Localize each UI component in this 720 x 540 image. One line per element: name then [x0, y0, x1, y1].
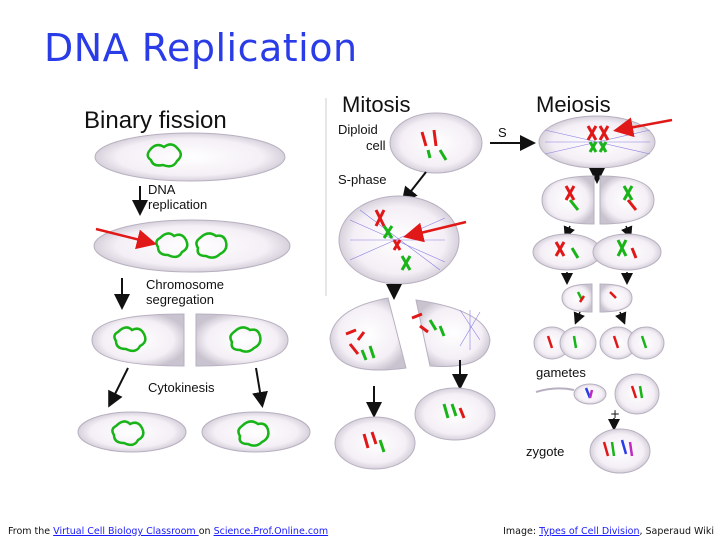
- red-pointer-arrow-1: [95, 227, 157, 250]
- red-pointer-arrow-3: [613, 117, 673, 138]
- zygote-label: zygote: [526, 444, 564, 459]
- zygote-cell: [589, 428, 651, 474]
- arrow-meiosis-4a: [573, 311, 585, 325]
- gametes-label: gametes: [536, 365, 586, 380]
- virtual-classroom-link[interactable]: Virtual Cell Biology Classroom: [53, 526, 199, 537]
- arrow-s-phase: [401, 171, 427, 204]
- meiosis-cell-2: [541, 175, 655, 225]
- fertilization-cells: +: [535, 373, 660, 421]
- arrow-down-right: [252, 367, 268, 408]
- diploid-label: Diploid: [338, 122, 378, 137]
- scienceprofonline-link[interactable]: Science.Prof.Online.com: [213, 526, 329, 537]
- meiosis-cell-3: [532, 233, 662, 271]
- binary-fission-cell-3: [91, 313, 289, 367]
- gamete-cells: [533, 326, 665, 360]
- footer-credit-left: From the Virtual Cell Biology Classroom …: [8, 526, 328, 537]
- mitosis-metaphase-cell: [338, 195, 460, 285]
- types-of-cell-division-link[interactable]: Types of Cell Division: [539, 526, 640, 537]
- meiosis-heading: Meiosis: [536, 92, 611, 117]
- red-pointer-arrow-2: [403, 220, 467, 243]
- footer-right-suffix: , Saperaud Wiki: [639, 526, 714, 537]
- binary-fission-daughter-cells: [77, 411, 311, 453]
- dna-label: DNA: [148, 182, 176, 197]
- meiosis-cell-4: [561, 283, 633, 313]
- mitosis-anaphase-cell: [329, 297, 491, 371]
- cell-label: cell: [366, 138, 386, 153]
- s-phase-label: S-phase: [338, 172, 386, 187]
- footer-left-mid: on: [198, 526, 214, 537]
- mitosis-diploid-cell: [389, 112, 483, 174]
- s-label: S: [498, 125, 507, 140]
- page-title: DNA Replication: [44, 26, 358, 70]
- mitosis-heading: Mitosis: [342, 92, 410, 117]
- binary-fission-heading: Binary fission: [84, 107, 227, 134]
- footer-left-prefix: From the: [8, 526, 54, 537]
- cytokinesis-label: Cytokinesis: [148, 380, 215, 395]
- replication-label: replication: [148, 197, 207, 212]
- arrow-down-left: [108, 367, 129, 408]
- binary-fission-cell-2: [93, 219, 291, 273]
- binary-fission-cell-1: [94, 132, 286, 182]
- arrow-meiosis-4b: [615, 311, 627, 325]
- footer-right-prefix: Image:: [503, 526, 540, 537]
- svg-text:+: +: [610, 407, 620, 421]
- segregation-label: segregation: [146, 292, 214, 307]
- chromosome-label: Chromosome: [146, 277, 224, 292]
- meiosis-cell-1: [538, 115, 656, 169]
- footer-credit-right: Image: Types of Cell Division, Saperaud …: [503, 526, 714, 537]
- mitosis-daughter-cells: [334, 387, 496, 470]
